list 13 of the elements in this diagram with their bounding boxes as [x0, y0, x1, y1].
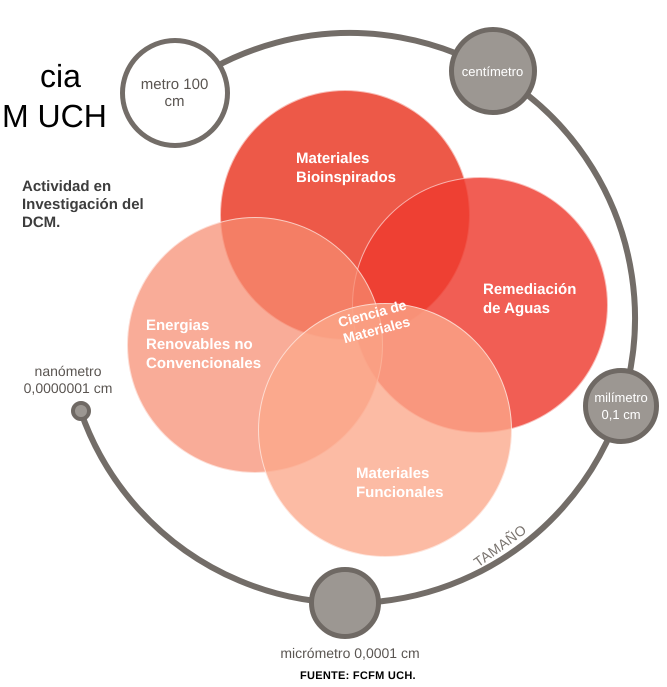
scale-label: centímetro	[460, 62, 524, 80]
circle-label: Remediación de Aguas	[483, 280, 578, 318]
circle-label: Materiales Bioinspirados	[296, 149, 398, 187]
source-note: FUENTE: FCFM UCH.	[300, 669, 417, 684]
scale-label: metro 100 cm	[140, 76, 210, 110]
title-fragment: cia	[40, 60, 82, 92]
circle-label: Energias Renovables no Convencionales	[146, 316, 262, 373]
scale-label: micrómetro 0,0001 cm	[279, 644, 421, 662]
circle-label: Materiales Funcionales	[356, 464, 445, 502]
title-fragment: M UCH	[2, 100, 108, 132]
subtitle-text: Actividad en Investigación del DCM.	[22, 178, 144, 232]
scale-label: milímetro 0,1 cm	[593, 389, 649, 424]
scale-label: nanómetro 0,0000001 cm	[22, 362, 114, 397]
